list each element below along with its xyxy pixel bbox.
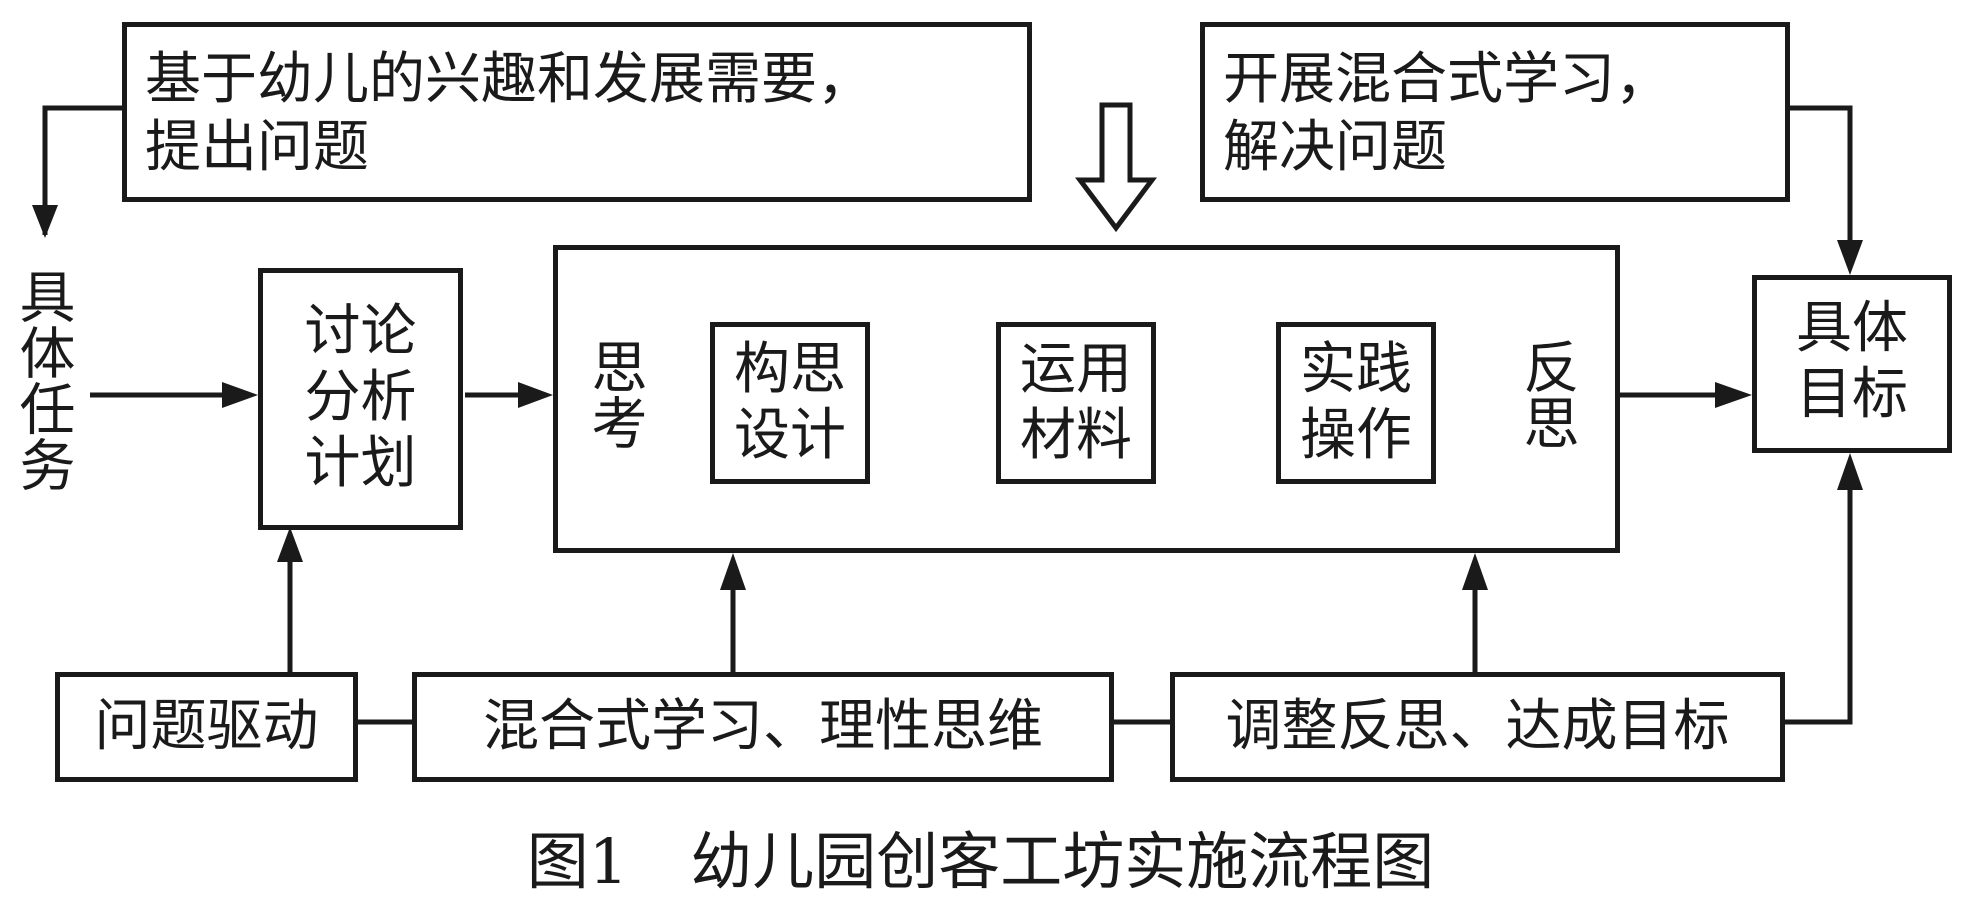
step-design-box: 构思 设计 xyxy=(710,322,870,484)
arrow-reflect-to-goal xyxy=(1785,470,1853,725)
arrowhead-task xyxy=(32,205,58,238)
specific-task-label: 具体任务 xyxy=(10,268,75,492)
step-practice-text: 实践 操作 xyxy=(1300,337,1412,468)
step-materials-text: 运用 材料 xyxy=(1020,337,1132,468)
note-solve-problem-line1: 开展混合式学习， xyxy=(1223,47,1671,112)
note-raise-problem-line1: 基于幼儿的兴趣和发展需要， xyxy=(145,47,873,112)
note-solve-problem-line2: 解决问题 xyxy=(1223,115,1447,180)
blended-learning-text: 混合式学习、理性思维 xyxy=(483,694,1043,759)
problem-driven-text: 问题驱动 xyxy=(94,694,319,759)
adjust-reflect-box: 调整反思、达成目标 xyxy=(1170,672,1785,782)
thinking-label: 思考 xyxy=(582,338,647,450)
hollow-down-arrow xyxy=(1075,102,1157,233)
step-materials-box: 运用 材料 xyxy=(996,322,1156,484)
discuss-analyze-plan-text: 讨论 分析 计划 xyxy=(304,299,417,496)
specific-goal-text: 具体 目标 xyxy=(1796,296,1908,427)
specific-goal-box: 具体 目标 xyxy=(1752,275,1952,453)
main-process-box: 思考 构思 设计 运用 材料 实践 操作 反思 xyxy=(553,245,1620,553)
arrow-note-to-goal xyxy=(1790,105,1853,260)
reflection-label: 反思 xyxy=(1514,338,1579,450)
note-raise-problem-line2: 提出问题 xyxy=(145,115,369,180)
figure-caption: 图1 幼儿园创客工坊实施流程图 xyxy=(526,825,1435,898)
step-design-text: 构思 设计 xyxy=(734,337,846,468)
note-solve-problem: 开展混合式学习， 解决问题 xyxy=(1200,22,1790,202)
adjust-reflect-text: 调整反思、达成目标 xyxy=(1225,694,1730,759)
arrow-note-to-task xyxy=(42,105,122,235)
discuss-analyze-plan-box: 讨论 分析 计划 xyxy=(258,268,463,530)
blended-learning-box: 混合式学习、理性思维 xyxy=(412,672,1114,782)
note-raise-problem: 基于幼儿的兴趣和发展需要， 提出问题 xyxy=(122,22,1032,202)
step-practice-box: 实践 操作 xyxy=(1276,322,1436,484)
problem-driven-box: 问题驱动 xyxy=(55,672,358,782)
